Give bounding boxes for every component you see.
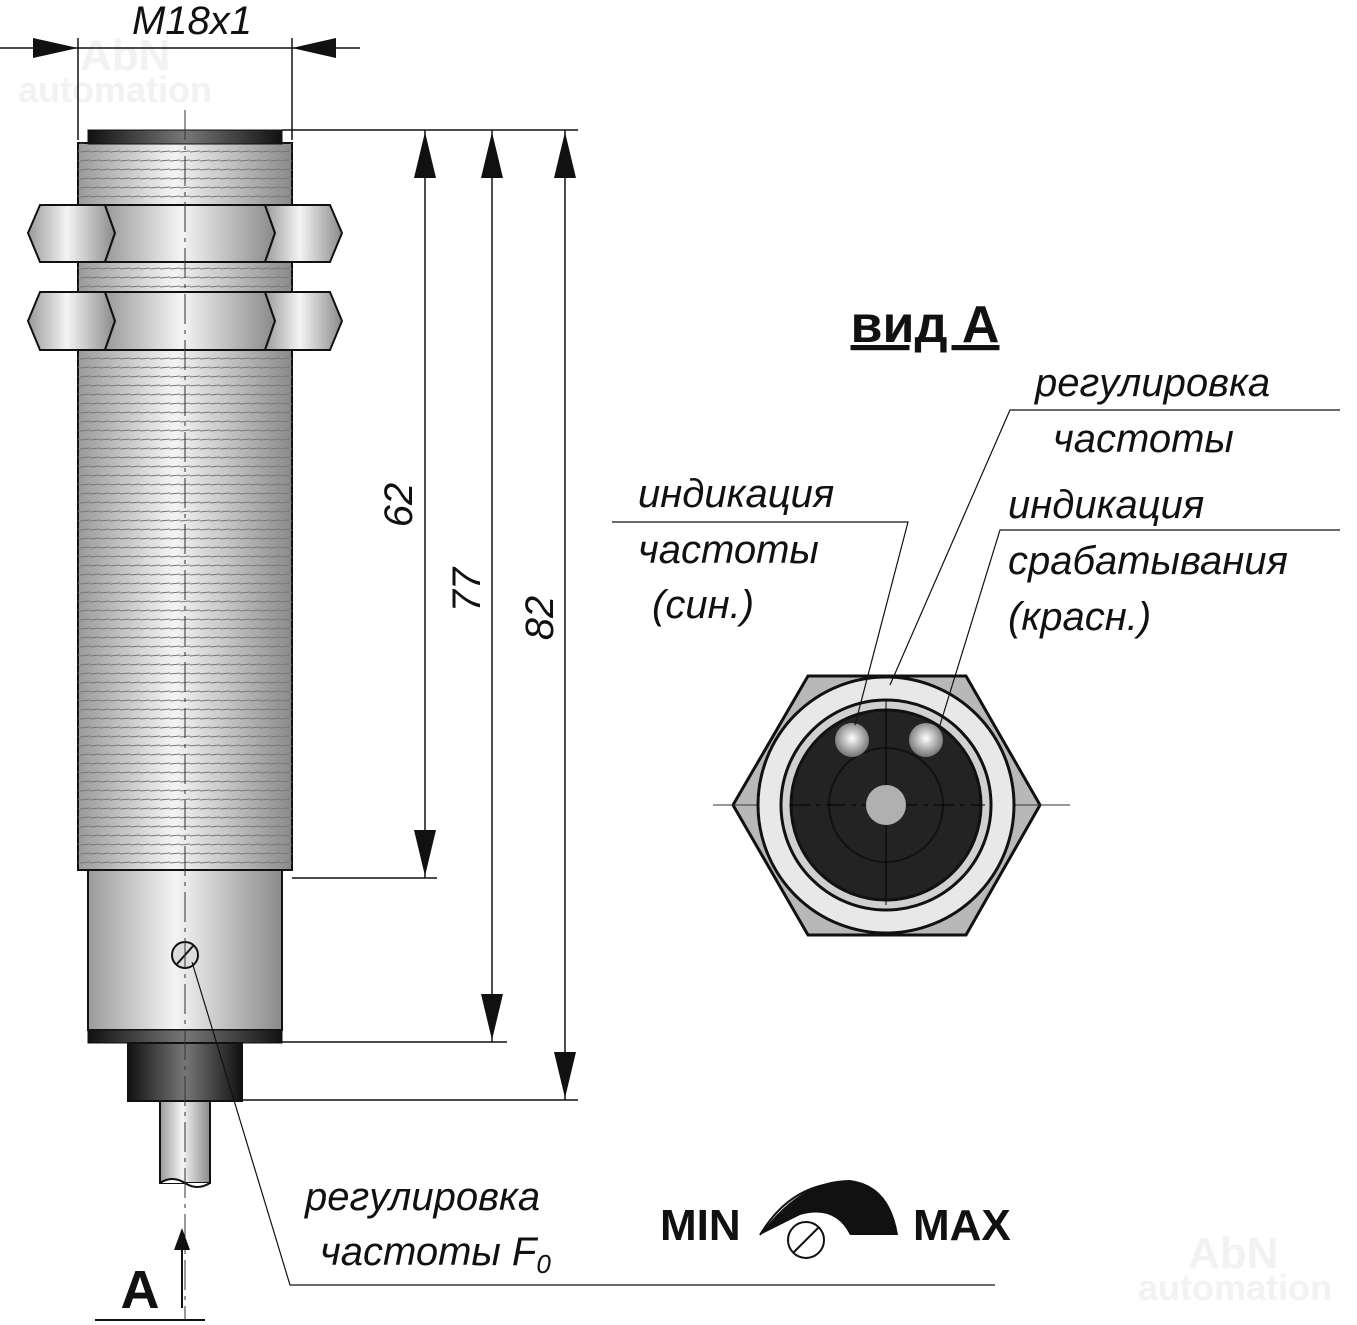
- svg-text:AbN: AbN: [80, 31, 170, 80]
- sensor-body: [77, 129, 293, 1188]
- svg-text:automation: automation: [18, 69, 212, 110]
- thread-dimension: [0, 38, 360, 140]
- svg-text:(красн.): (красн.): [1008, 595, 1151, 639]
- svg-text:(син.): (син.): [652, 583, 754, 627]
- nut-upper: [26, 204, 344, 263]
- view-a-leaders: [612, 409, 1340, 726]
- svg-text:A: A: [121, 1260, 160, 1320]
- frequency-adjust-knob: [866, 785, 906, 825]
- svg-text:регулировка: регулировка: [304, 1175, 540, 1219]
- min-max-dial-icon: [759, 1180, 898, 1259]
- arrow-icon: [292, 38, 336, 58]
- label-freq-adjust: регулировка частоты: [1034, 361, 1270, 461]
- label-trigger-indication: индикация срабатывания (красн.): [1008, 483, 1288, 639]
- svg-text:индикация: индикация: [638, 472, 834, 516]
- svg-text:срабатывания: срабатывания: [1008, 539, 1288, 583]
- led-blue-icon: [835, 723, 869, 757]
- svg-text:частоты: частоты: [1053, 417, 1234, 461]
- svg-text:automation: automation: [1138, 1267, 1332, 1308]
- view-a-face: [713, 674, 1070, 937]
- min-label: MIN: [660, 1201, 741, 1250]
- svg-text:индикация: индикация: [1008, 483, 1204, 527]
- length-dimensions: [242, 129, 578, 1101]
- dim-77: 77: [445, 566, 489, 612]
- label-freq-indication: индикация частоты (син.): [638, 472, 834, 627]
- led-red-icon: [909, 723, 943, 757]
- dim-82: 82: [518, 596, 562, 641]
- arrow-up-icon: [174, 1228, 190, 1250]
- nut-lower: [26, 291, 344, 351]
- watermark-top: AbN automation: [18, 31, 212, 110]
- adjust-leader: [191, 961, 995, 1286]
- dim-62: 62: [377, 483, 421, 528]
- svg-text:регулировка: регулировка: [1034, 361, 1270, 405]
- thread-label: M18x1: [132, 0, 252, 43]
- svg-text:частоты F0: частоты F0: [320, 1230, 551, 1279]
- svg-text:AbN: AbN: [1188, 1229, 1278, 1278]
- svg-text:частоты: частоты: [638, 528, 819, 572]
- view-a-title: вид А: [851, 296, 1000, 354]
- label-adjust-f0: регулировка частоты F0: [304, 1175, 551, 1279]
- arrow-icon: [33, 38, 78, 58]
- watermark-bottom: AbN automation: [1138, 1229, 1332, 1308]
- max-label: MAX: [913, 1201, 1011, 1250]
- view-a-marker: A: [95, 1228, 205, 1321]
